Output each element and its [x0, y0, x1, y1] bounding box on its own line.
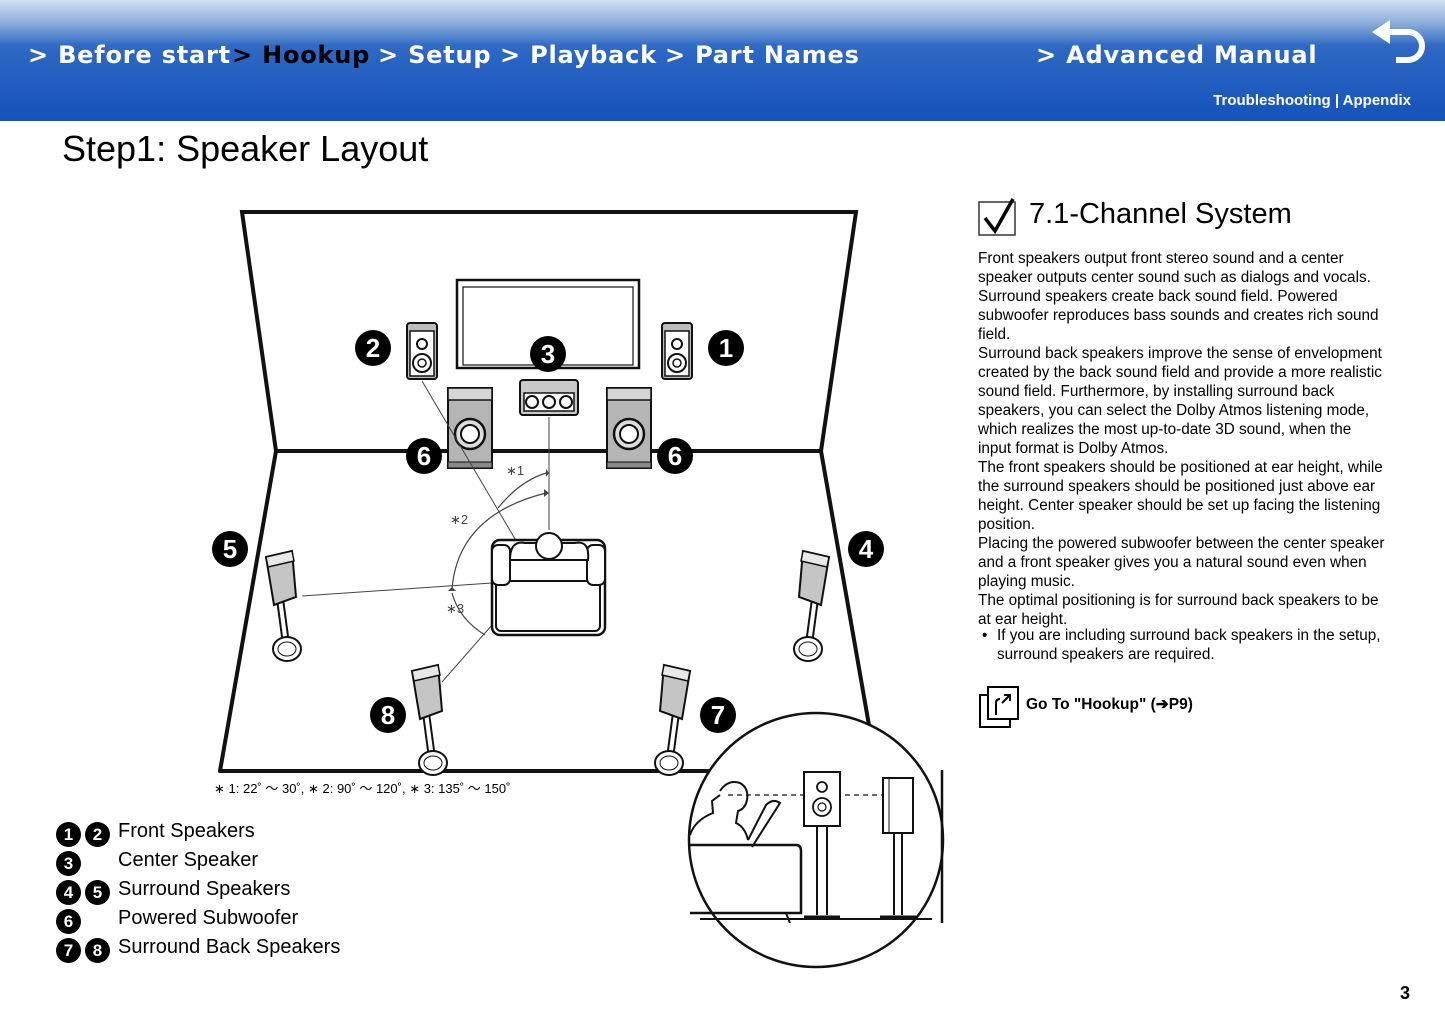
paragraph: Front speakers output front stereo sound…: [978, 250, 1379, 343]
svg-text:6: 6: [417, 441, 431, 471]
section-title: 7.1-Channel System: [1029, 198, 1292, 230]
svg-text:1: 1: [719, 333, 733, 363]
legend-label: Front Speakers: [118, 820, 255, 842]
speaker-layout-diagram: ∗1 ∗2 ∗3 1 2 3 6 6 5 4: [212, 210, 945, 969]
marker-center: 3: [530, 336, 566, 372]
angle-label-3: ∗3: [446, 601, 464, 616]
legend-badge: 8: [85, 938, 110, 963]
marker-surround-left: 5: [212, 531, 248, 567]
front-left-speaker: [406, 322, 438, 380]
page-link-icon: [979, 686, 1019, 728]
center-speaker: [519, 379, 579, 416]
nav-advanced-manual[interactable]: > Advanced Manual: [1036, 41, 1318, 69]
svg-text:3: 3: [541, 339, 555, 369]
appendix-link[interactable]: Appendix: [1342, 92, 1411, 109]
checkbox-check-icon: [978, 198, 1016, 236]
page-number: 3: [1400, 983, 1411, 1003]
marker-back-right: 7: [700, 697, 736, 733]
goto-text[interactable]: Go To "Hookup" (➔P9): [1026, 696, 1193, 713]
paragraph: Placing the powered subwoofer between th…: [978, 535, 1385, 590]
nav-part-names[interactable]: > Part Names: [665, 41, 860, 69]
legend-label: Center Speaker: [118, 849, 259, 871]
angle-label-2: ∗2: [450, 512, 468, 527]
svg-text:7: 7: [711, 700, 725, 730]
legend-badge: 2: [85, 822, 110, 847]
legend-label: Surround Speakers: [118, 878, 291, 900]
legend-badge: 1: [56, 822, 81, 847]
legend-badge: 7: [56, 938, 81, 963]
bullet-text: If you are including surround back speak…: [997, 627, 1381, 663]
legend-label: Powered Subwoofer: [118, 907, 299, 929]
listening-seat: [490, 532, 607, 637]
angle-note: ∗ 1: 22˚ ～ 30˚, ∗ 2: 90˚ ～ 120˚, ∗ 3: 13…: [214, 781, 511, 796]
nav-setup[interactable]: > Setup: [378, 41, 492, 69]
side-view-inset: [687, 711, 945, 969]
u-turn-arrow-icon[interactable]: [1370, 18, 1428, 66]
page-title: Step1: Speaker Layout: [62, 128, 429, 169]
paragraph: Surround back speakers improve the sense…: [978, 345, 1382, 457]
legend-badge: 3: [56, 851, 81, 876]
nav-playback[interactable]: > Playback: [500, 41, 657, 69]
marker-front-left: 2: [355, 330, 391, 366]
legend-badge: 4: [56, 880, 81, 905]
section-description: Front speakers output front stereo sound…: [978, 249, 1388, 629]
angle-label-1: ∗1: [506, 463, 524, 478]
subwoofer-right: [605, 386, 653, 470]
svg-text:4: 4: [859, 534, 874, 564]
svg-text:5: 5: [223, 534, 237, 564]
svg-text:6: 6: [668, 441, 682, 471]
legend-label: Surround Back Speakers: [118, 936, 341, 958]
sub-link-separator: |: [1330, 92, 1343, 109]
marker-surround-right: 4: [848, 531, 884, 567]
legend-badge: 5: [85, 880, 110, 905]
marker-subwoofer-left: 6: [406, 438, 442, 474]
marker-subwoofer-right: 6: [657, 438, 693, 474]
nav-hookup[interactable]: > Hookup: [232, 41, 371, 69]
sub-links: Troubleshooting | Appendix: [1213, 92, 1411, 109]
paragraph: The optimal positioning is for surround …: [978, 592, 1379, 628]
troubleshooting-link[interactable]: Troubleshooting: [1213, 92, 1331, 109]
nav-before-start[interactable]: > Before start: [28, 41, 231, 69]
legend-badge: 6: [56, 909, 81, 934]
marker-front-right: 1: [708, 330, 744, 366]
subwoofer-left: [446, 386, 494, 470]
svg-text:2: 2: [366, 333, 380, 363]
paragraph: The front speakers should be positioned …: [978, 459, 1383, 533]
header-bar: > Before start > Hookup > Setup > Playba…: [0, 0, 1445, 121]
bullet-note: • If you are including surround back spe…: [982, 626, 1397, 664]
front-right-speaker: [661, 322, 693, 380]
svg-text:8: 8: [381, 700, 395, 730]
bullet-dot: •: [982, 627, 988, 644]
marker-back-left: 8: [370, 697, 406, 733]
